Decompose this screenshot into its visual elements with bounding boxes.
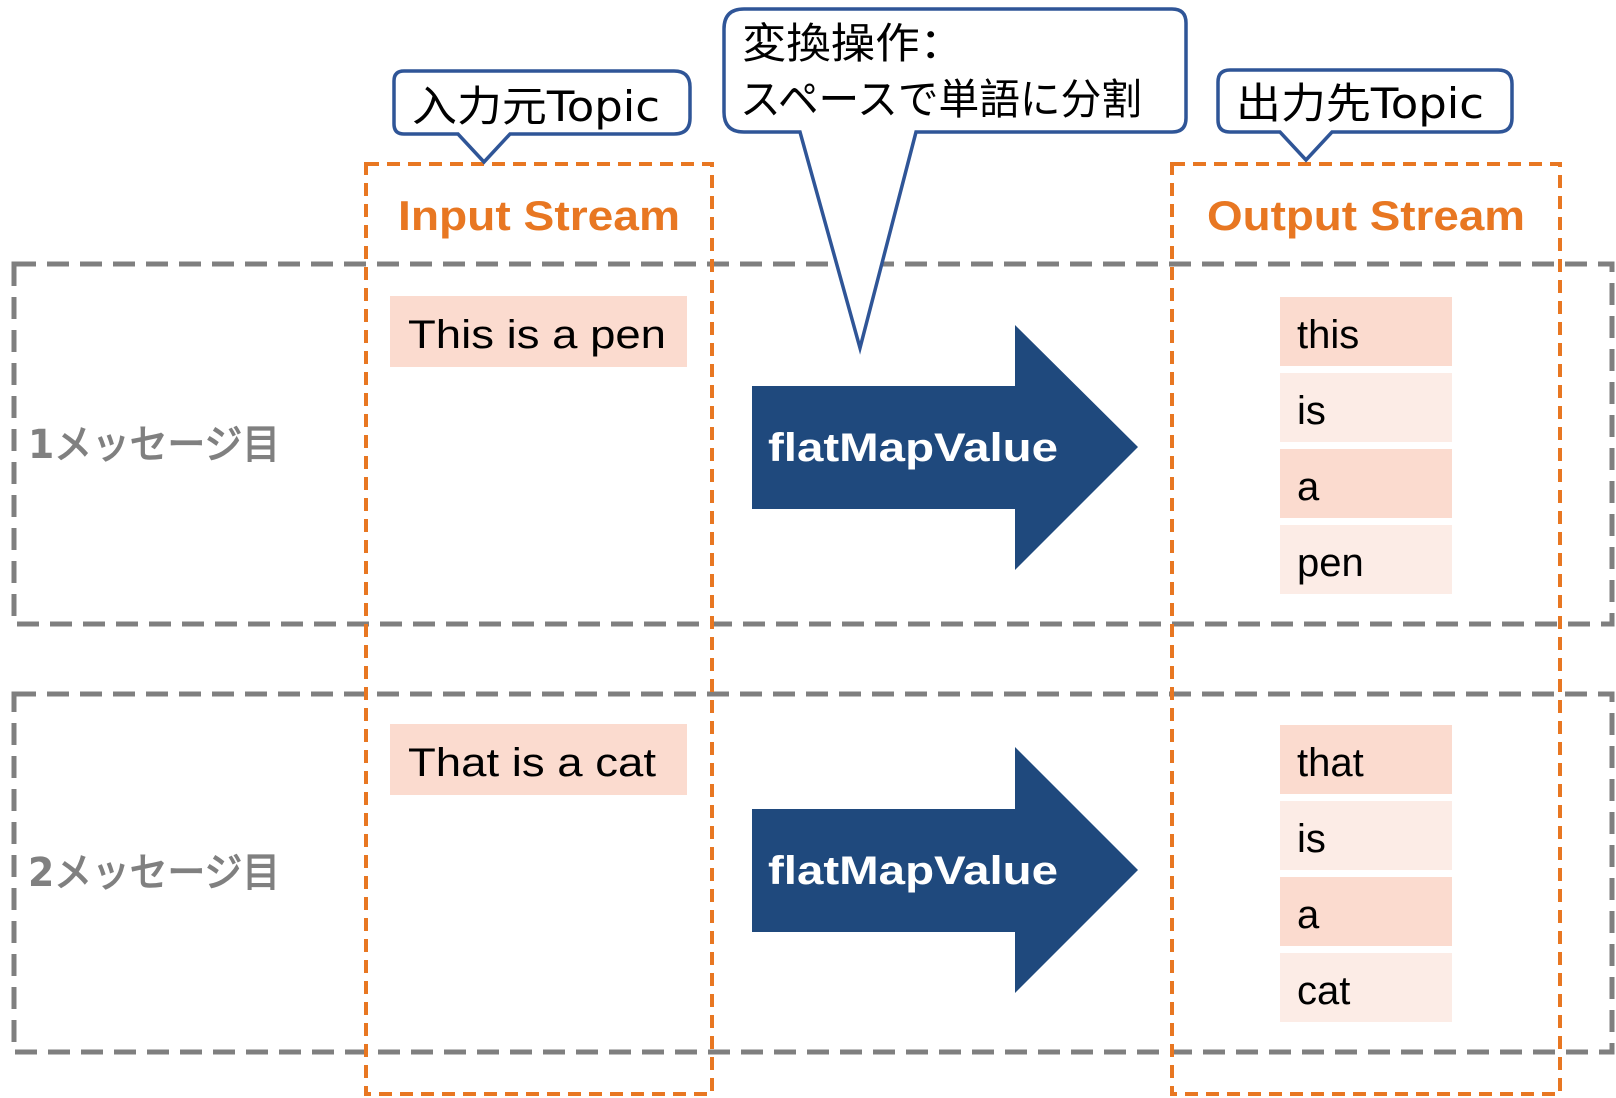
- message-2-output-text-3: a: [1297, 893, 1320, 937]
- message-2-input-record: [390, 724, 687, 795]
- message-group-1-box: [11, 261, 1615, 627]
- message-2-output-record-3: [1280, 877, 1452, 946]
- message-2-label: 2メッセージ目: [28, 850, 280, 896]
- operation-callout-line1: 変換操作：: [742, 19, 964, 68]
- message-1-transform-arrow: [752, 325, 1138, 570]
- message-1-input-text: This is a pen: [408, 313, 666, 357]
- message-1-output-record-4: [1280, 525, 1452, 594]
- message-1-output-record-3: [1280, 449, 1452, 518]
- input-stream-box: [364, 162, 714, 1096]
- message-2-output-record-4: [1280, 953, 1452, 1022]
- message-1-output-record-2: [1280, 373, 1452, 442]
- message-1-output-record-1: [1280, 297, 1452, 366]
- message-2-input-text: That is a cat: [408, 741, 656, 785]
- output-topic-callout-text: 出力先Topic: [1236, 79, 1484, 128]
- message-2-transform-arrow: [752, 747, 1138, 993]
- message-2-output-text-1: that: [1297, 741, 1364, 785]
- message-1-output-text-3: a: [1297, 465, 1320, 509]
- operation-callout: [722, 7, 1188, 355]
- message-2-output-text-4: cat: [1297, 969, 1350, 1013]
- message-1-output-text-1: this: [1297, 313, 1359, 357]
- message-group-2-box: [11, 691, 1615, 1055]
- input-stream-label: Input Stream: [398, 192, 680, 239]
- input-topic-callout-text: 入力元Topic: [412, 82, 660, 131]
- message-2-output-record-2: [1280, 801, 1452, 870]
- message-2-transform-label: flatMapValue: [768, 849, 1058, 893]
- message-1-output-text-2: is: [1297, 389, 1326, 433]
- output-stream-label: Output Stream: [1207, 192, 1525, 239]
- message-1-label: 1メッセージ目: [28, 422, 280, 468]
- output-topic-callout: [1216, 68, 1514, 163]
- operation-callout-line2: スペースで単語に分割: [740, 75, 1142, 124]
- input-topic-callout: [392, 69, 692, 165]
- message-2-output-record-1: [1280, 725, 1452, 794]
- message-2-output-text-2: is: [1297, 817, 1326, 861]
- message-1-input-record: [390, 296, 687, 367]
- output-stream-box: [1170, 162, 1562, 1096]
- message-1-transform-label: flatMapValue: [768, 426, 1058, 470]
- message-1-output-text-4: pen: [1297, 541, 1364, 585]
